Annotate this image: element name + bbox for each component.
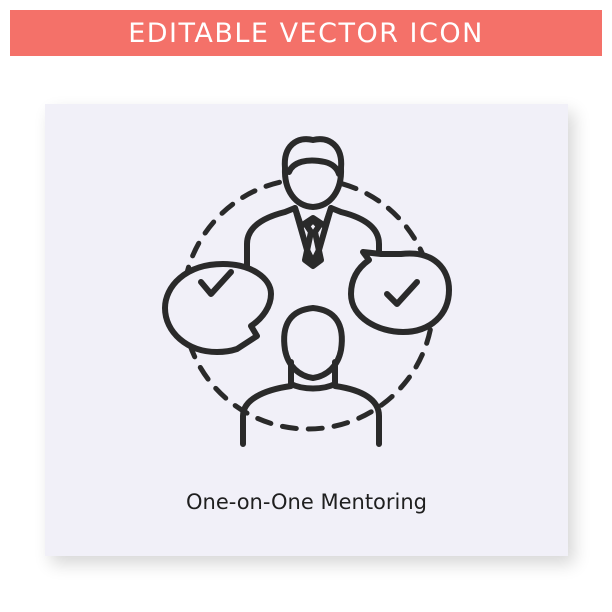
mentee-icon — [240, 305, 382, 447]
header-banner: EDITABLE VECTOR ICON — [10, 10, 602, 56]
banner-title: EDITABLE VECTOR ICON — [128, 17, 484, 49]
mentor-hair — [286, 157, 342, 177]
left-speech-bubble-icon — [162, 261, 274, 355]
caption: One-on-One Mentoring — [185, 490, 428, 514]
mentee-neck — [288, 359, 338, 387]
right-speech-bubble-icon — [348, 249, 452, 335]
left-checkmark-icon — [198, 269, 234, 297]
one-on-one-mentoring-icon — [162, 136, 452, 447]
right-checkmark-icon — [384, 279, 420, 307]
icon-card: One-on-One Mentoring — [45, 104, 568, 556]
mentee-body — [240, 383, 382, 447]
mentor-body — [244, 205, 382, 275]
mentor-icon — [244, 136, 382, 275]
mentee-head — [281, 305, 345, 381]
mentee-collar — [288, 381, 338, 392]
mentor-head — [281, 136, 345, 210]
mentor-tie — [302, 217, 324, 269]
